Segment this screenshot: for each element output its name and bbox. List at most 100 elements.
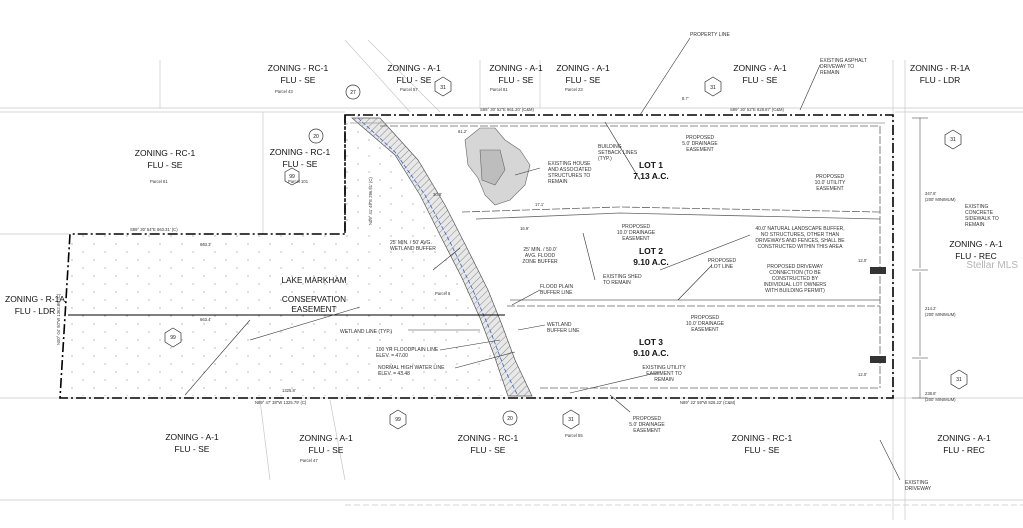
- svg-text:10.0' DRAINAGE: 10.0' DRAINAGE: [617, 230, 656, 236]
- road-markers: [164, 76, 968, 430]
- flu-label: FLU - SE: [745, 445, 780, 455]
- svg-text:REMAIN: REMAIN: [965, 222, 985, 228]
- svg-text:(TYP.): (TYP.): [598, 156, 612, 162]
- svg-text:EASEMENT: EASEMENT: [633, 428, 661, 434]
- svg-text:N00° 04' 50"W 1362.86' (C): N00° 04' 50"W 1362.86' (C): [56, 293, 61, 345]
- svg-text:EXISTING SHED: EXISTING SHED: [603, 274, 642, 280]
- svg-text:REMAIN: REMAIN: [548, 179, 568, 185]
- svg-text:EXISTING: EXISTING: [965, 204, 988, 210]
- svg-text:CONNECTION (TO BE: CONNECTION (TO BE: [769, 270, 821, 276]
- svg-text:Parcel 47: Parcel 47: [300, 458, 318, 463]
- svg-text:100 YR FLOODPLAIN LINE: 100 YR FLOODPLAIN LINE: [376, 347, 439, 353]
- conservation-area-upper: [345, 115, 440, 234]
- lot-3-name: LOT 3: [639, 337, 663, 347]
- flu-label: FLU - SE: [397, 75, 432, 85]
- svg-text:31: 31: [956, 377, 962, 383]
- lot-2-name: LOT 2: [639, 246, 663, 256]
- svg-text:NO STRUCTURES, OTHER THAN: NO STRUCTURES, OTHER THAN: [761, 232, 840, 238]
- svg-text:REMAIN: REMAIN: [654, 377, 674, 383]
- svg-text:EXISTING UTILITY: EXISTING UTILITY: [642, 365, 686, 371]
- svg-text:10.0' DRAINAGE: 10.0' DRAINAGE: [686, 321, 725, 327]
- svg-text:663.4': 663.4': [200, 317, 211, 322]
- svg-text:30.8': 30.8': [433, 192, 442, 197]
- flu-label: FLU - REC: [955, 251, 997, 261]
- parcel-notes: Parcel 61 Parcel 43 Parcel 57 Parcel 81 …: [150, 87, 583, 463]
- zoning-label: ZONING - A-1: [556, 63, 610, 73]
- zoning-label: ZONING - A-1: [733, 63, 787, 73]
- lot-labels: LOT 1 7.13 A.C. LOT 2 9.10 A.C. LOT 3 9.…: [633, 160, 669, 358]
- svg-text:Parcel 57: Parcel 57: [400, 87, 418, 92]
- easement-label-1: CONSERVATION: [282, 295, 346, 304]
- svg-text:EASEMENT: EASEMENT: [686, 147, 714, 153]
- svg-text:EASEMENT: EASEMENT: [622, 236, 650, 242]
- driveway-marker-2: [870, 356, 886, 363]
- svg-text:(200' MINIMUM): (200' MINIMUM): [925, 397, 956, 402]
- svg-text:Parcel 43: Parcel 43: [275, 89, 293, 94]
- svg-text:25' MIN. / 50' AVG.: 25' MIN. / 50' AVG.: [390, 240, 432, 246]
- svg-text:Parcel 23: Parcel 23: [565, 87, 583, 92]
- svg-text:DRIVEWAY TO: DRIVEWAY TO: [820, 64, 854, 70]
- svg-text:99: 99: [289, 174, 295, 180]
- svg-text:BUFFER LINE: BUFFER LINE: [547, 328, 580, 334]
- svg-text:ELEV. = 43.48: ELEV. = 43.48: [378, 371, 410, 377]
- bearings: S89° 30' 52"E 861.20' (C&M) S89° 30' 52"…: [56, 107, 784, 405]
- flu-label: FLU - SE: [148, 160, 183, 170]
- lot-1-area: 7.13 A.C.: [633, 171, 669, 181]
- zoning-label: ZONING - RC-1: [458, 433, 519, 443]
- svg-text:61.2': 61.2': [458, 129, 467, 134]
- svg-text:WETLAND LINE (TYP.): WETLAND LINE (TYP.): [340, 329, 392, 335]
- svg-text:N89° 47' 38"W 1325.79' (C): N89° 47' 38"W 1325.79' (C): [255, 400, 307, 405]
- svg-text:DRIVEWAYS AND FENCES, SHALL BE: DRIVEWAYS AND FENCES, SHALL BE: [755, 238, 845, 244]
- zoning-label: ZONING - A-1: [387, 63, 441, 73]
- svg-text:347.8': 347.8': [925, 191, 936, 196]
- svg-text:99: 99: [170, 335, 176, 341]
- svg-text:WITH BUILDING PERMIT): WITH BUILDING PERMIT): [765, 288, 825, 294]
- svg-text:Parcel 61: Parcel 61: [150, 179, 168, 184]
- wetland-strip: [351, 117, 533, 397]
- wetland-line: [357, 117, 519, 397]
- flu-label: FLU - REC: [943, 445, 985, 455]
- svg-text:20: 20: [507, 416, 513, 422]
- lake-name: LAKE MARKHAM: [281, 276, 346, 285]
- svg-text:99: 99: [395, 417, 401, 423]
- flu-label: FLU - SE: [499, 75, 534, 85]
- svg-text:ELEV. = 47.00: ELEV. = 47.00: [376, 353, 408, 359]
- flu-label: FLU - SE: [309, 445, 344, 455]
- dimensions: 663.3' 663.4' 1325.8' 61.2' 30.8' 17.1' …: [200, 96, 956, 402]
- existing-house: [464, 127, 531, 206]
- flu-label: FLU - LDR: [15, 306, 56, 316]
- svg-text:CONCRETE: CONCRETE: [965, 210, 994, 216]
- svg-text:FLOOD PLAIN: FLOOD PLAIN: [540, 284, 573, 290]
- svg-text:17.1': 17.1': [535, 202, 544, 207]
- flu-label: FLU - SE: [566, 75, 601, 85]
- svg-text:PROPOSED DRIVEWAY: PROPOSED DRIVEWAY: [767, 264, 824, 270]
- svg-text:16.9': 16.9': [520, 226, 529, 231]
- svg-text:25' MIN. / 50.0': 25' MIN. / 50.0': [523, 247, 556, 253]
- svg-text:EASEMENT TO: EASEMENT TO: [646, 371, 682, 377]
- zoning-label: ZONING - RC-1: [270, 147, 331, 157]
- flu-label: FLU - SE: [175, 444, 210, 454]
- svg-text:12.0': 12.0': [858, 372, 867, 377]
- lot-2-area: 9.10 A.C.: [633, 257, 669, 267]
- svg-text:LOT LINE: LOT LINE: [711, 264, 734, 270]
- svg-text:AVG. FLOOD: AVG. FLOOD: [525, 253, 556, 259]
- zoning-label: ZONING - A-1: [937, 433, 991, 443]
- zoning-label: ZONING - RC-1: [135, 148, 196, 158]
- svg-text:PROPOSED: PROPOSED: [622, 224, 651, 230]
- svg-text:SETBACK LINES: SETBACK LINES: [598, 150, 638, 156]
- flu-label: FLU - SE: [281, 75, 316, 85]
- easement-label-2: EASEMENT: [291, 305, 336, 314]
- svg-text:Parcel 55: Parcel 55: [565, 433, 583, 438]
- svg-text:EXISTING ASPHALT: EXISTING ASPHALT: [820, 58, 867, 64]
- svg-text:REMAIN: REMAIN: [820, 70, 840, 76]
- svg-text:31: 31: [568, 417, 574, 423]
- watermark: Stellar MLS: [966, 260, 1018, 271]
- svg-text:DRIVEWAY: DRIVEWAY: [905, 486, 932, 492]
- leader-lines: [184, 37, 901, 481]
- callouts: PROPERTY LINE EXISTING ASPHALT DRIVEWAY …: [340, 32, 999, 492]
- svg-text:EXISTING HOUSE: EXISTING HOUSE: [548, 161, 591, 167]
- svg-text:1325.8': 1325.8': [282, 388, 296, 393]
- zoning-label: ZONING - R-1A: [910, 63, 970, 73]
- svg-text:5.0' DRAINAGE: 5.0' DRAINAGE: [682, 141, 718, 147]
- svg-text:BUILDING: BUILDING: [598, 144, 622, 150]
